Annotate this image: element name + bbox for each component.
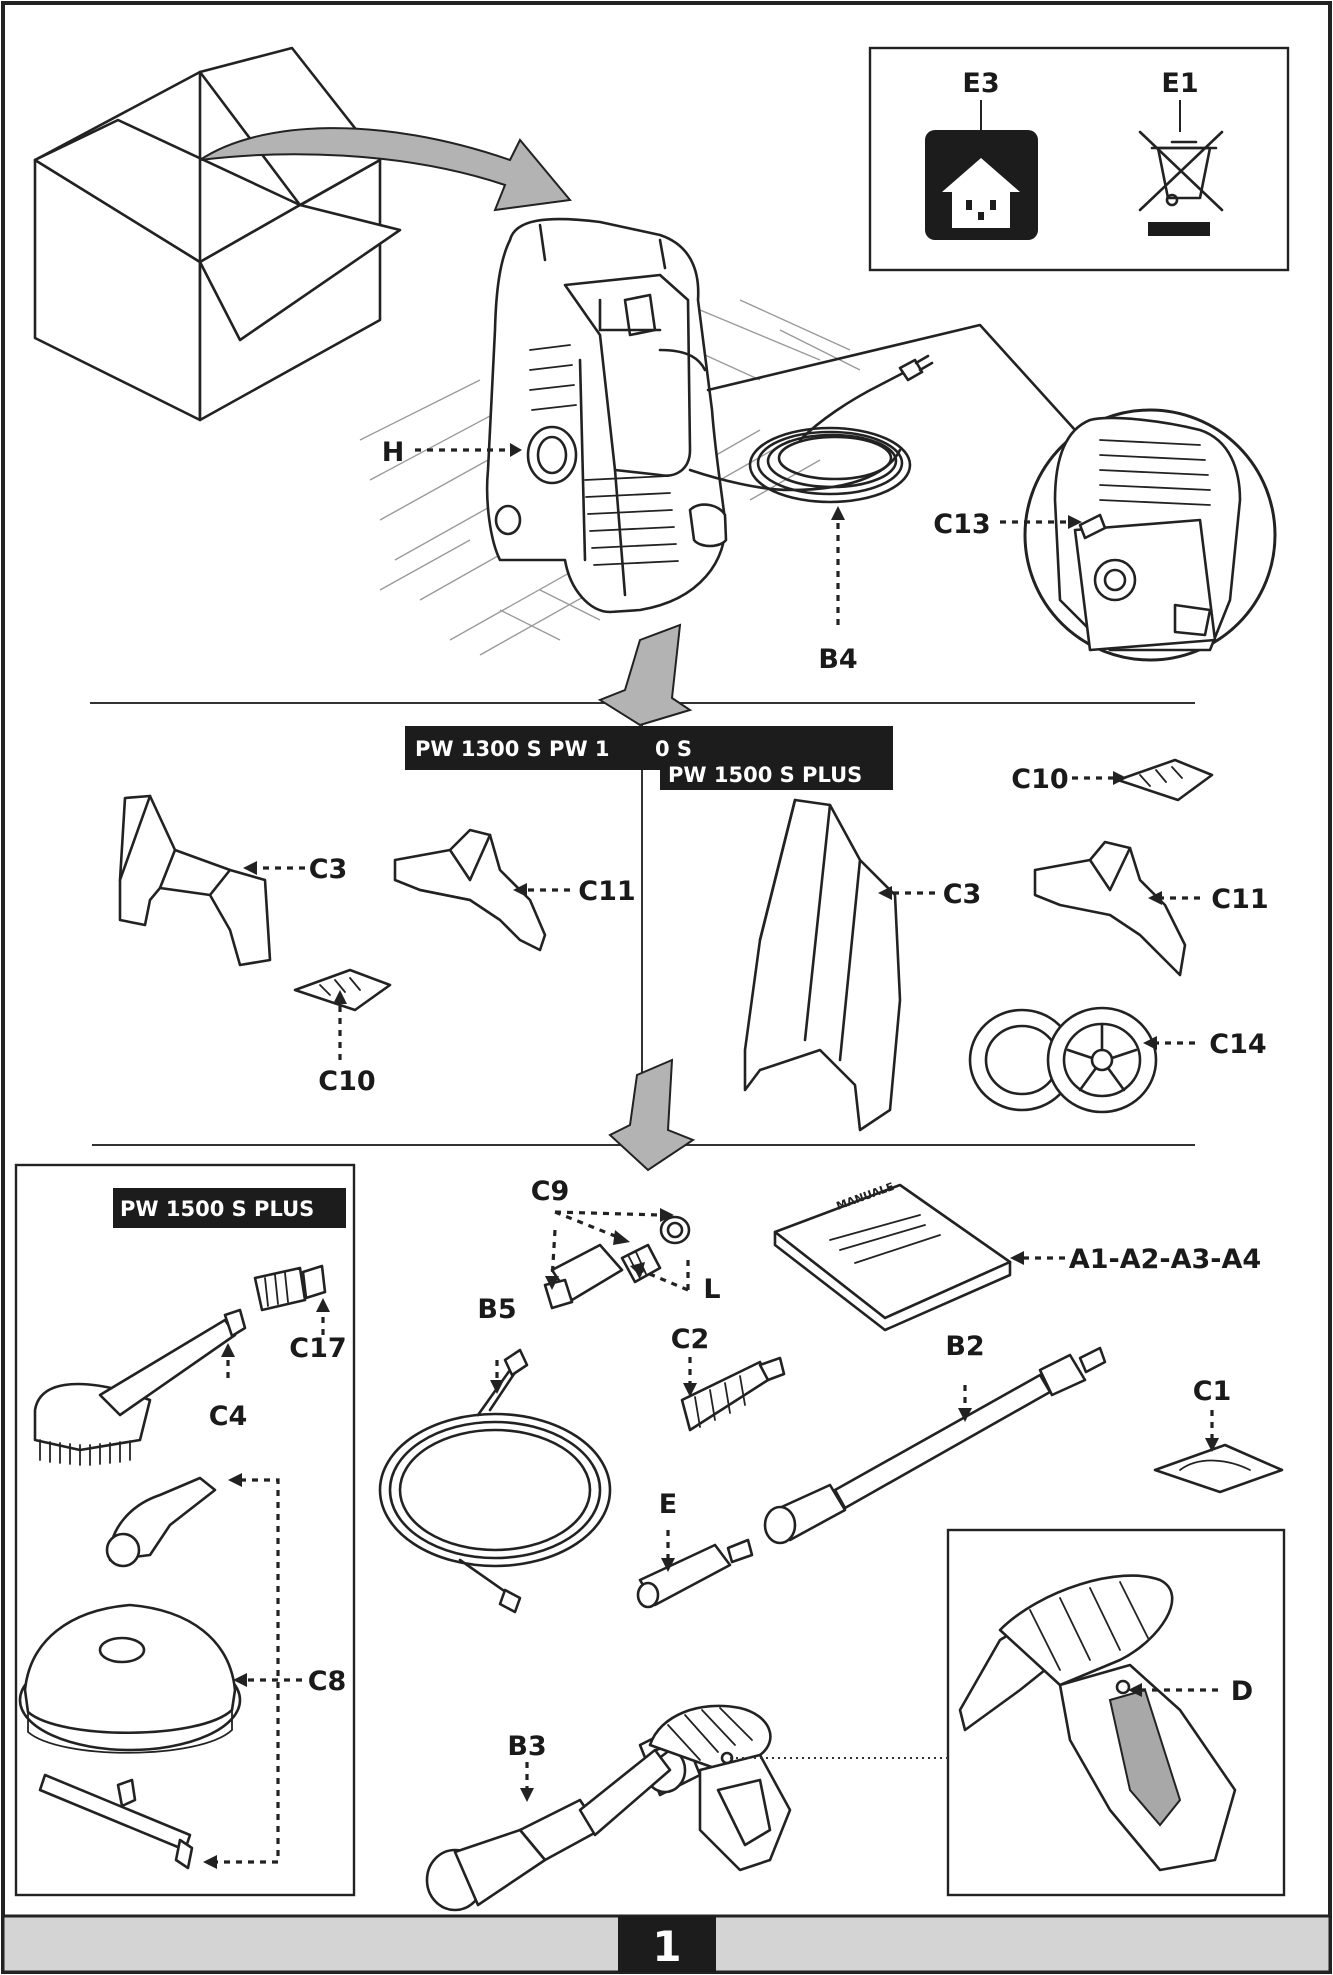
label-c1: C1 <box>1193 1376 1232 1407</box>
screw-bag-right <box>1116 758 1214 802</box>
hose-coil <box>688 354 934 504</box>
crossed-bin-icon <box>1138 100 1224 236</box>
label-c3-right: C3 <box>943 879 982 910</box>
tap-connector-c9 <box>543 1215 691 1310</box>
model-bar-b-text: PW 1500 S PLUS <box>668 763 862 787</box>
label-c3-left: C3 <box>309 854 348 885</box>
zoom-callout-line <box>706 323 1077 432</box>
label-c2: C2 <box>671 1324 710 1355</box>
hose-hook-left <box>393 828 547 952</box>
model-bar-c-text: PW 1500 S PLUS <box>120 1197 314 1221</box>
spray-lance-b2 <box>763 1346 1107 1545</box>
cardboard-box <box>33 46 402 422</box>
unpack-arrow <box>199 127 572 212</box>
accessory-box-left <box>14 1163 356 1897</box>
symbol-panel <box>868 46 1290 272</box>
rotating-brush-c8 <box>18 1476 242 1870</box>
adjustable-nozzle-e <box>636 1538 754 1609</box>
down-arrow-mid <box>608 1058 696 1172</box>
label-d: D <box>1231 1676 1253 1707</box>
label-c8: C8 <box>308 1666 347 1697</box>
label-a1-a4: A1-A2-A3-A4 <box>1069 1244 1261 1275</box>
page-number: 1 <box>652 1922 681 1971</box>
label-b2: B2 <box>945 1331 984 1362</box>
model-bar-b <box>660 756 893 790</box>
label-c17: C17 <box>289 1333 346 1364</box>
handle-short <box>118 794 272 967</box>
trigger-gun-b3 <box>425 1704 792 1912</box>
label-e: E <box>659 1489 677 1520</box>
detail-circle-c13 <box>1023 408 1277 662</box>
handle-tall <box>743 798 902 1132</box>
label-c11-left: C11 <box>578 876 635 907</box>
brush-c4 <box>33 1308 247 1466</box>
model-bar-a <box>405 726 670 770</box>
leader-c8-bracket <box>215 1478 280 1864</box>
page-number-tab <box>618 1916 716 1972</box>
leader-c9 <box>550 1210 661 1281</box>
model-bar-c <box>113 1188 346 1228</box>
label-e3: E3 <box>962 68 999 99</box>
label-b3: B3 <box>507 1731 546 1762</box>
spare-bag-c1 <box>1153 1443 1284 1494</box>
label-b4: B4 <box>818 644 857 675</box>
label-c10-right: C10 <box>1011 764 1068 795</box>
label-c14: C14 <box>1209 1029 1266 1060</box>
model-bar-a-tail: 0 S <box>655 737 692 761</box>
gun-detail-d <box>958 1574 1237 1872</box>
label-e1: E1 <box>1161 68 1198 99</box>
label-c11-right: C11 <box>1211 884 1268 915</box>
hose-hook-right <box>1033 840 1187 977</box>
label-b5: B5 <box>477 1294 516 1325</box>
instruction-manual: MANUALE <box>773 1180 1012 1332</box>
rotary-nozzle-c2 <box>680 1356 786 1432</box>
label-c9: C9 <box>531 1176 570 1207</box>
label-c13: C13 <box>933 509 990 540</box>
model-bar-a-text: PW 1300 S PW 1 <box>415 737 610 761</box>
label-c4: C4 <box>209 1401 248 1432</box>
high-pressure-hose <box>378 1348 612 1614</box>
label-l: L <box>703 1274 720 1305</box>
label-h: H <box>382 437 405 468</box>
adapter-c17 <box>253 1264 327 1312</box>
label-c10-left: C10 <box>318 1066 375 1097</box>
wheels <box>968 1006 1158 1114</box>
down-arrow-top <box>597 623 693 727</box>
pressure-washer-unit <box>485 217 728 614</box>
